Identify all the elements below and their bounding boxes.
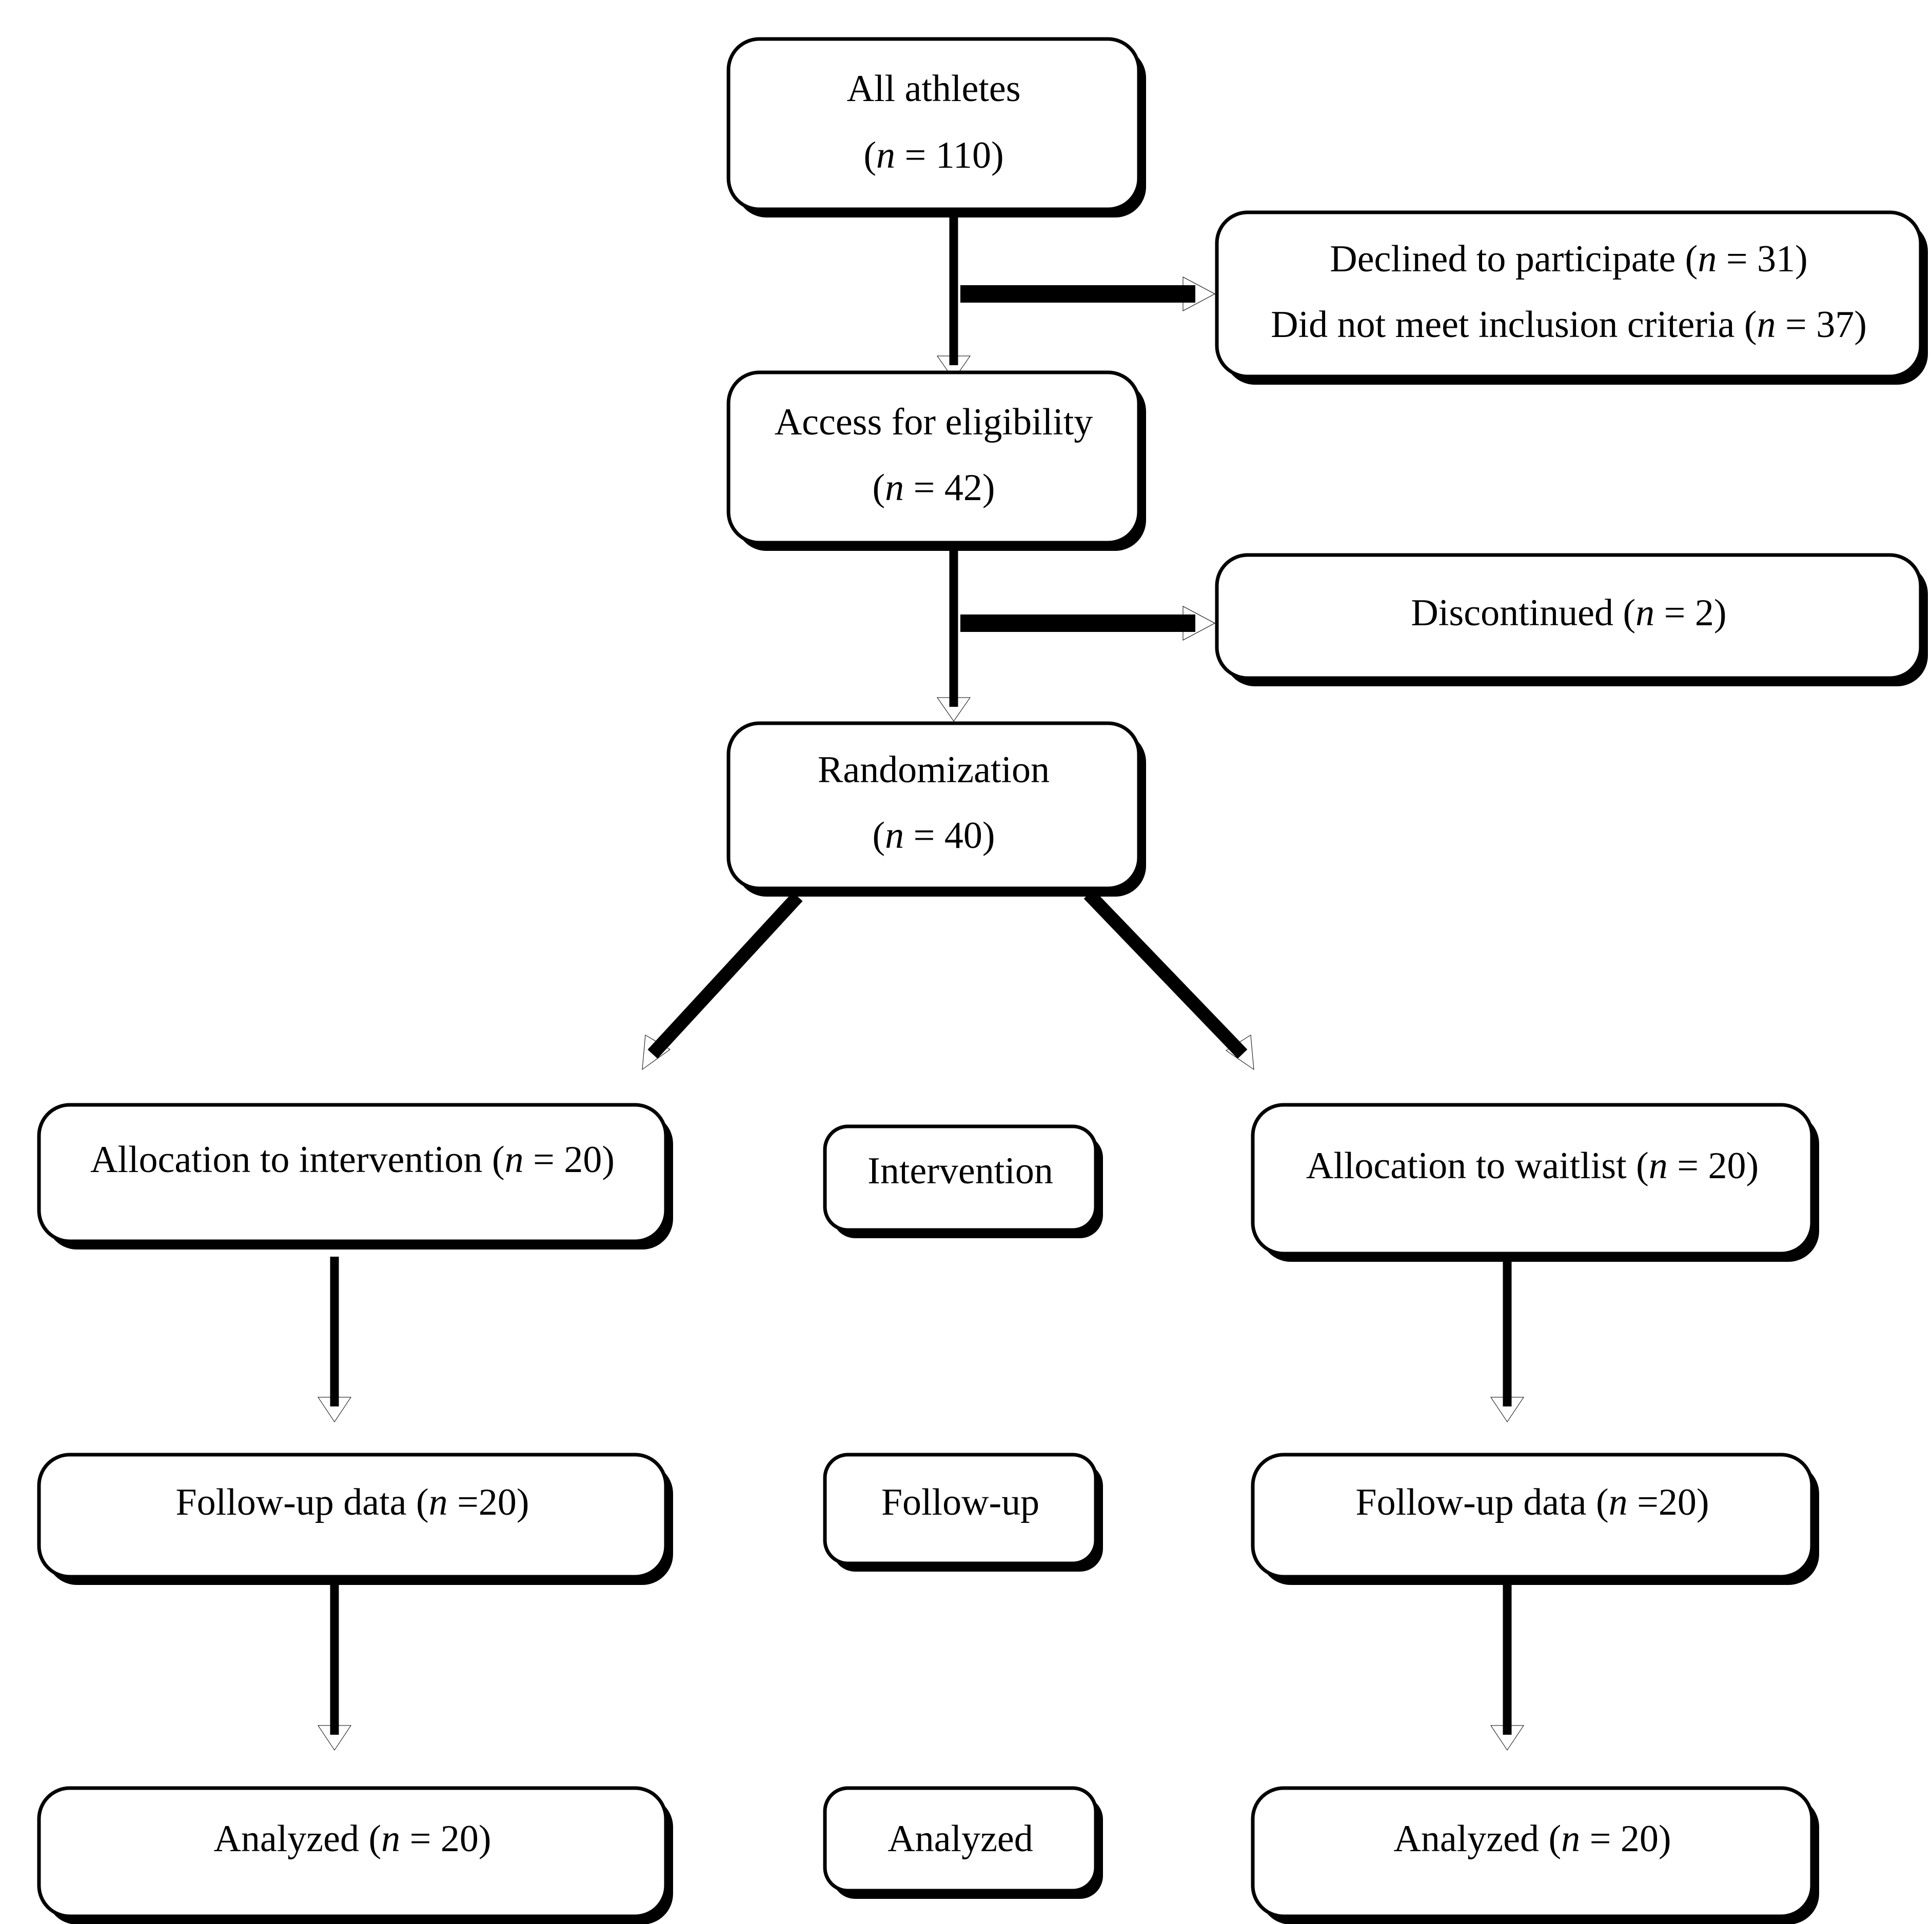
followup-left-line-1: Follow-up data (n =20): [175, 1481, 529, 1523]
randomization-line-1: Randomization: [818, 749, 1050, 791]
edge-randomization-to-waitlist: [1083, 889, 1254, 1070]
edge-randomization-to-intervention: [642, 892, 803, 1070]
followup-right-line-1: Follow-up data (n =20): [1355, 1481, 1709, 1523]
discontinued-line-1: Discontinued (n = 2): [1411, 592, 1726, 634]
eligibility-line-2: (n = 42): [872, 467, 995, 509]
excluded-line-2: Did not meet inclusion criteria (n = 37): [1271, 304, 1867, 346]
all-athletes-line-2: (n = 110): [863, 134, 1003, 176]
eligibility-line-1: Access for eligibility: [775, 401, 1093, 443]
analyzed-right-line-1: Analyzed (n = 20): [1393, 1818, 1671, 1860]
discontinued-box[interactable]: Discontinued (n = 2): [1215, 553, 1928, 686]
stage-intervention-label: Intervention: [868, 1150, 1053, 1192]
edge-followup-to-analyzed-left: [318, 1585, 351, 1751]
edge-followup-to-analyzed-right: [1490, 1585, 1524, 1751]
randomization-line-2: (n = 40): [872, 815, 995, 857]
stage-follow-up-label: Follow-up: [881, 1481, 1039, 1523]
allocation-to-waitlist-box[interactable]: Allocation to waitlist (n = 20): [1251, 1103, 1819, 1262]
stage-analyzed-box[interactable]: Analyzed: [823, 1786, 1103, 1899]
alloc-intervention-line-1: Allocation to intervention (n = 20): [90, 1139, 615, 1181]
all-athletes-box[interactable]: All athletes (n = 110): [726, 37, 1146, 217]
excluded-line-1: Declined to participate (n = 31): [1330, 238, 1807, 280]
alloc-waitlist-line-1: Allocation to waitlist (n = 20): [1306, 1145, 1759, 1187]
edge-to-excluded: [960, 276, 1216, 311]
stage-follow-up-box[interactable]: Follow-up: [823, 1453, 1103, 1572]
edge-to-discontinued: [960, 606, 1216, 641]
stage-intervention-box[interactable]: Intervention: [823, 1124, 1103, 1238]
access-for-eligibility-box[interactable]: Access for eligibility (n = 42): [726, 370, 1146, 551]
edge-intervention-to-followup: [318, 1257, 351, 1422]
analyzed-left-line-1: Analyzed (n = 20): [213, 1818, 491, 1860]
edge-waitlist-to-followup: [1490, 1257, 1524, 1422]
edge-eligibility-to-randomization: [937, 548, 971, 722]
randomization-box[interactable]: Randomization (n = 40): [726, 721, 1146, 897]
allocation-to-intervention-box[interactable]: Allocation to intervention (n = 20): [37, 1103, 673, 1249]
follow-up-data-intervention-box[interactable]: Follow-up data (n =20): [37, 1453, 673, 1585]
all-athletes-line-1: All athletes: [846, 68, 1020, 110]
stage-analyzed-label: Analyzed: [888, 1818, 1033, 1860]
analyzed-waitlist-box[interactable]: Analyzed (n = 20): [1251, 1786, 1819, 1924]
follow-up-data-waitlist-box[interactable]: Follow-up data (n =20): [1251, 1453, 1819, 1585]
excluded-box[interactable]: Declined to participate (n = 31) Did not…: [1215, 210, 1928, 385]
edge-all-athletes-to-eligibility: [937, 215, 971, 380]
analyzed-intervention-box[interactable]: Analyzed (n = 20): [37, 1786, 673, 1924]
